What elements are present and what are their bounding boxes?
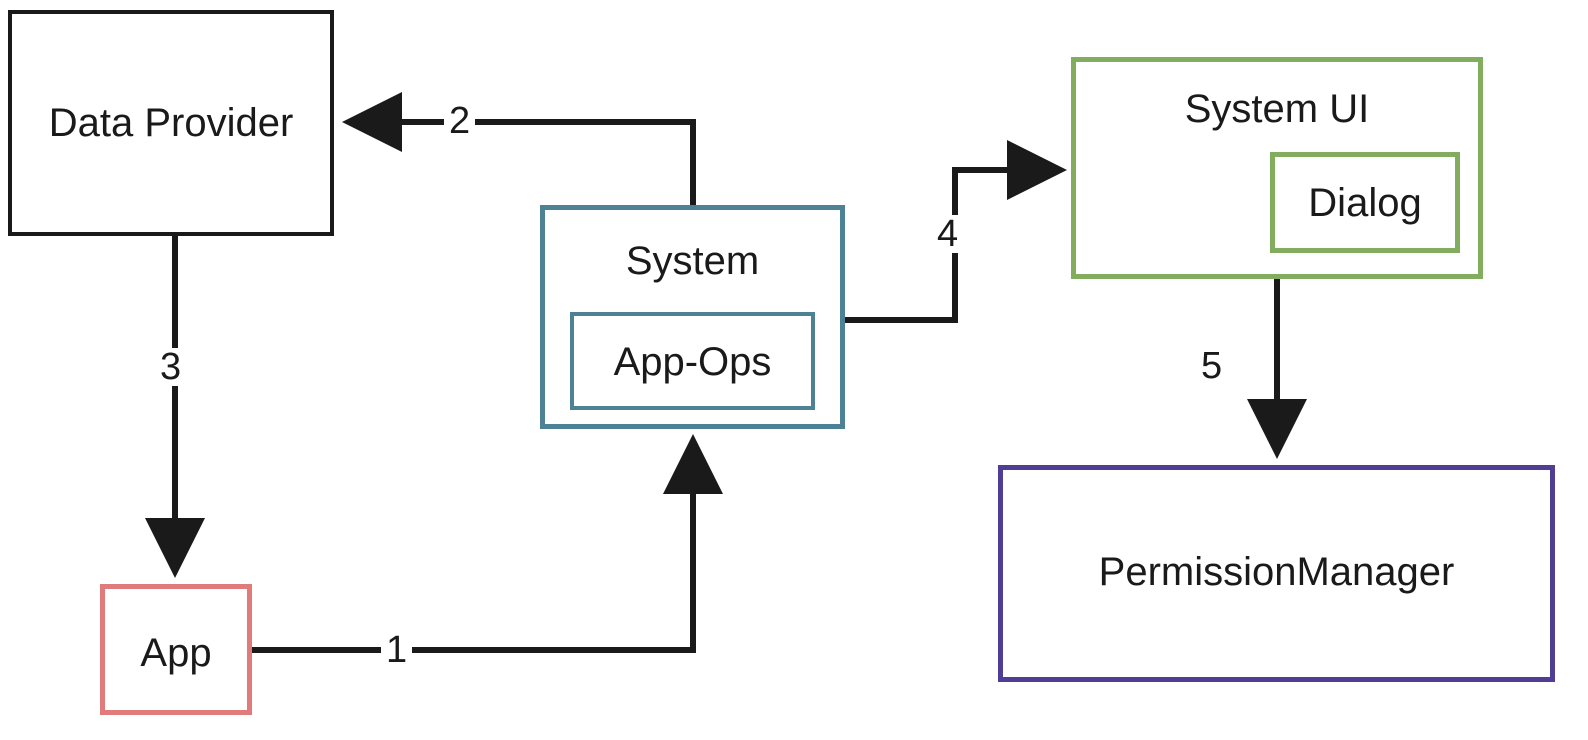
connector-1 <box>252 434 723 653</box>
edge-label-3: 3 <box>155 348 187 386</box>
edge-label-5: 5 <box>1196 347 1228 385</box>
node-dialog-label: Dialog <box>1308 181 1422 225</box>
connector-2 <box>342 92 696 205</box>
edge-label-1: 1 <box>381 631 413 669</box>
node-system-ui-label: System UI <box>1184 87 1370 131</box>
node-data-provider[interactable] <box>8 10 334 236</box>
node-permission-manager[interactable] <box>998 465 1555 682</box>
edge-label-4: 4 <box>932 215 964 253</box>
node-system-label: System <box>625 239 760 283</box>
edge-label-2: 2 <box>444 102 476 140</box>
node-app-ops[interactable] <box>570 312 815 410</box>
node-dialog[interactable] <box>1270 152 1460 253</box>
node-data-provider-label: Data Provider <box>48 101 294 145</box>
node-app-ops-label: App-Ops <box>613 340 772 384</box>
node-permission-manager-label: PermissionManager <box>1098 550 1455 594</box>
node-app-label: App <box>140 631 212 675</box>
node-app[interactable] <box>100 584 252 715</box>
